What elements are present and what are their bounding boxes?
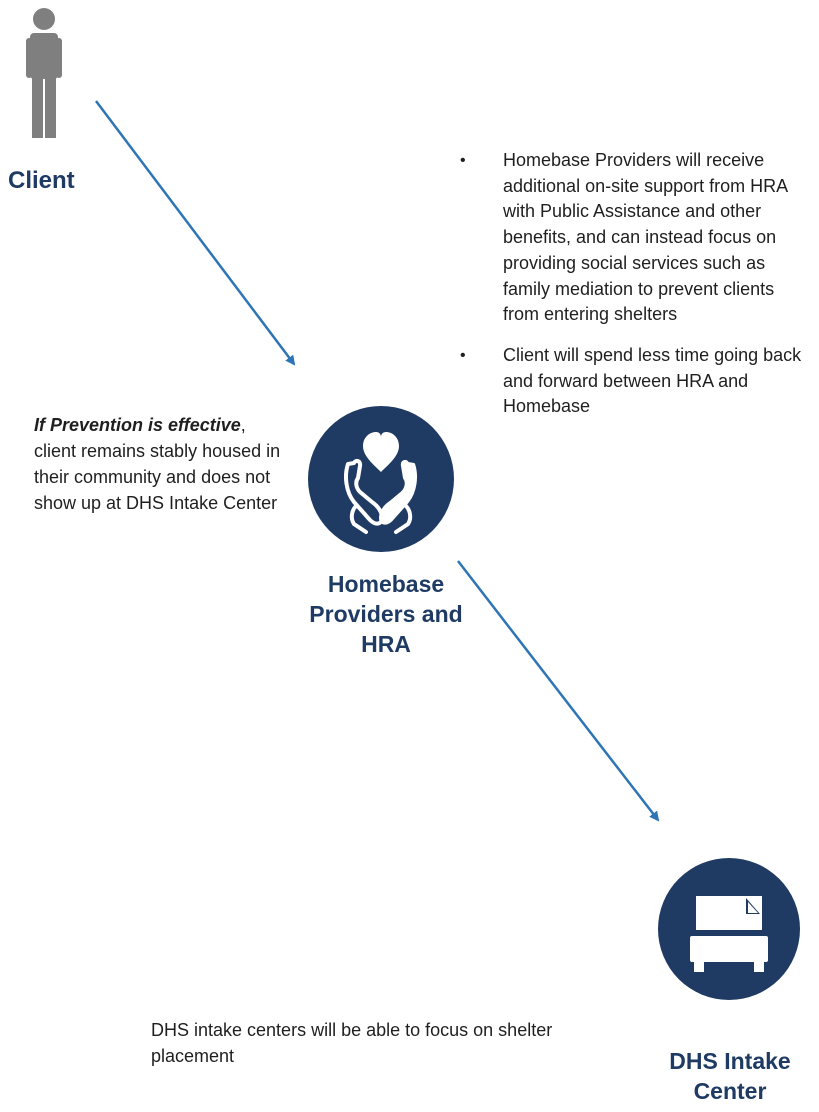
arrow-homebase-to-dhs [457, 560, 660, 822]
prevention-note: If Prevention is effective, client remai… [34, 412, 302, 516]
bed-icon [658, 858, 800, 1000]
dhs-label: DHS Intake Center [669, 1048, 791, 1104]
homebase-label: Homebase Providers and HRA [309, 571, 463, 657]
client-label: Client [8, 167, 75, 194]
person-icon [26, 8, 62, 138]
bullet-item: Homebase Providers will receive addition… [460, 148, 812, 328]
prevention-comma: , [240, 415, 246, 435]
benefits-list: Homebase Providers will receive addition… [460, 148, 812, 435]
bullet-item: Client will spend less time going back a… [460, 343, 812, 420]
dhs-note: DHS intake centers will be able to focus… [151, 1020, 553, 1066]
arrow-client-to-homebase [95, 100, 296, 366]
hands-heart-icon [308, 406, 454, 552]
prevention-rest: client remains stably housed in their co… [34, 441, 281, 513]
prevention-emphasis: If Prevention is effective [34, 415, 241, 435]
